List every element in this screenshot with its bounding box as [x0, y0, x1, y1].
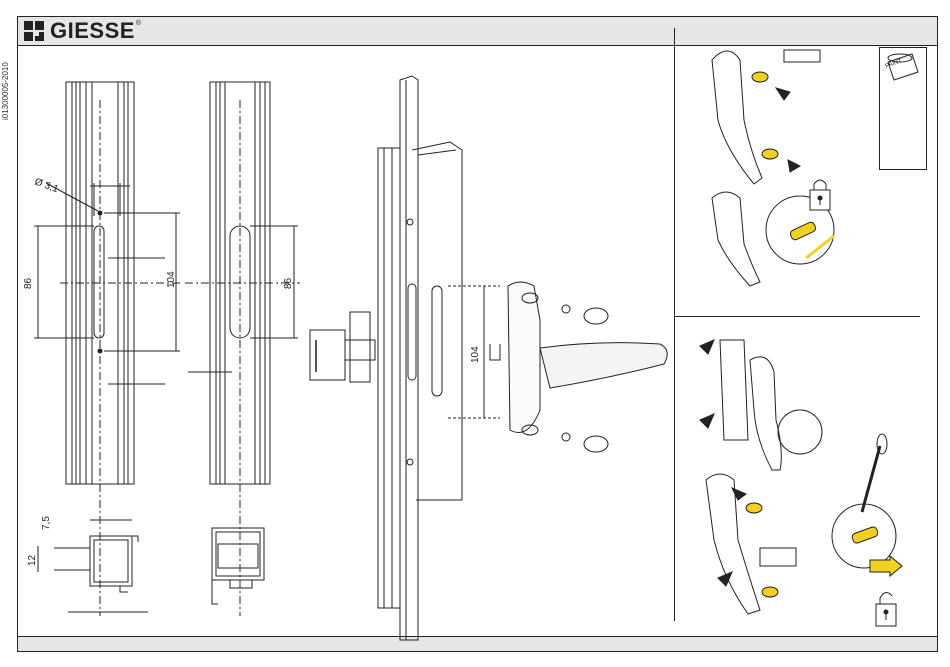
profile-section-left — [38, 500, 148, 616]
dim-handle-center-distance: 104 — [470, 346, 481, 363]
dim-profile-height: 12 — [27, 554, 38, 566]
instruction-bottom-handle — [700, 340, 902, 614]
dim-hole-diameter: Ø 3,1 — [33, 176, 60, 195]
window-handle — [448, 282, 667, 452]
window-sash-profile — [378, 76, 462, 640]
dim-center-distance: 104 — [166, 271, 177, 288]
dim-profile-offset: 7,5 — [41, 516, 52, 530]
paint-box — [879, 47, 927, 170]
padlock-icon-top — [810, 180, 830, 210]
dim-slot-length-right: 86 — [283, 277, 294, 289]
instruction-top-handle — [712, 50, 834, 286]
profile-section-right — [212, 500, 264, 616]
padlock-icon-bottom — [876, 592, 896, 626]
profile-front-view-right — [185, 82, 300, 500]
gearbox-mechanism — [310, 312, 375, 382]
profile-front-view-left — [34, 82, 180, 500]
dim-slot-length-left: 86 — [23, 277, 34, 289]
